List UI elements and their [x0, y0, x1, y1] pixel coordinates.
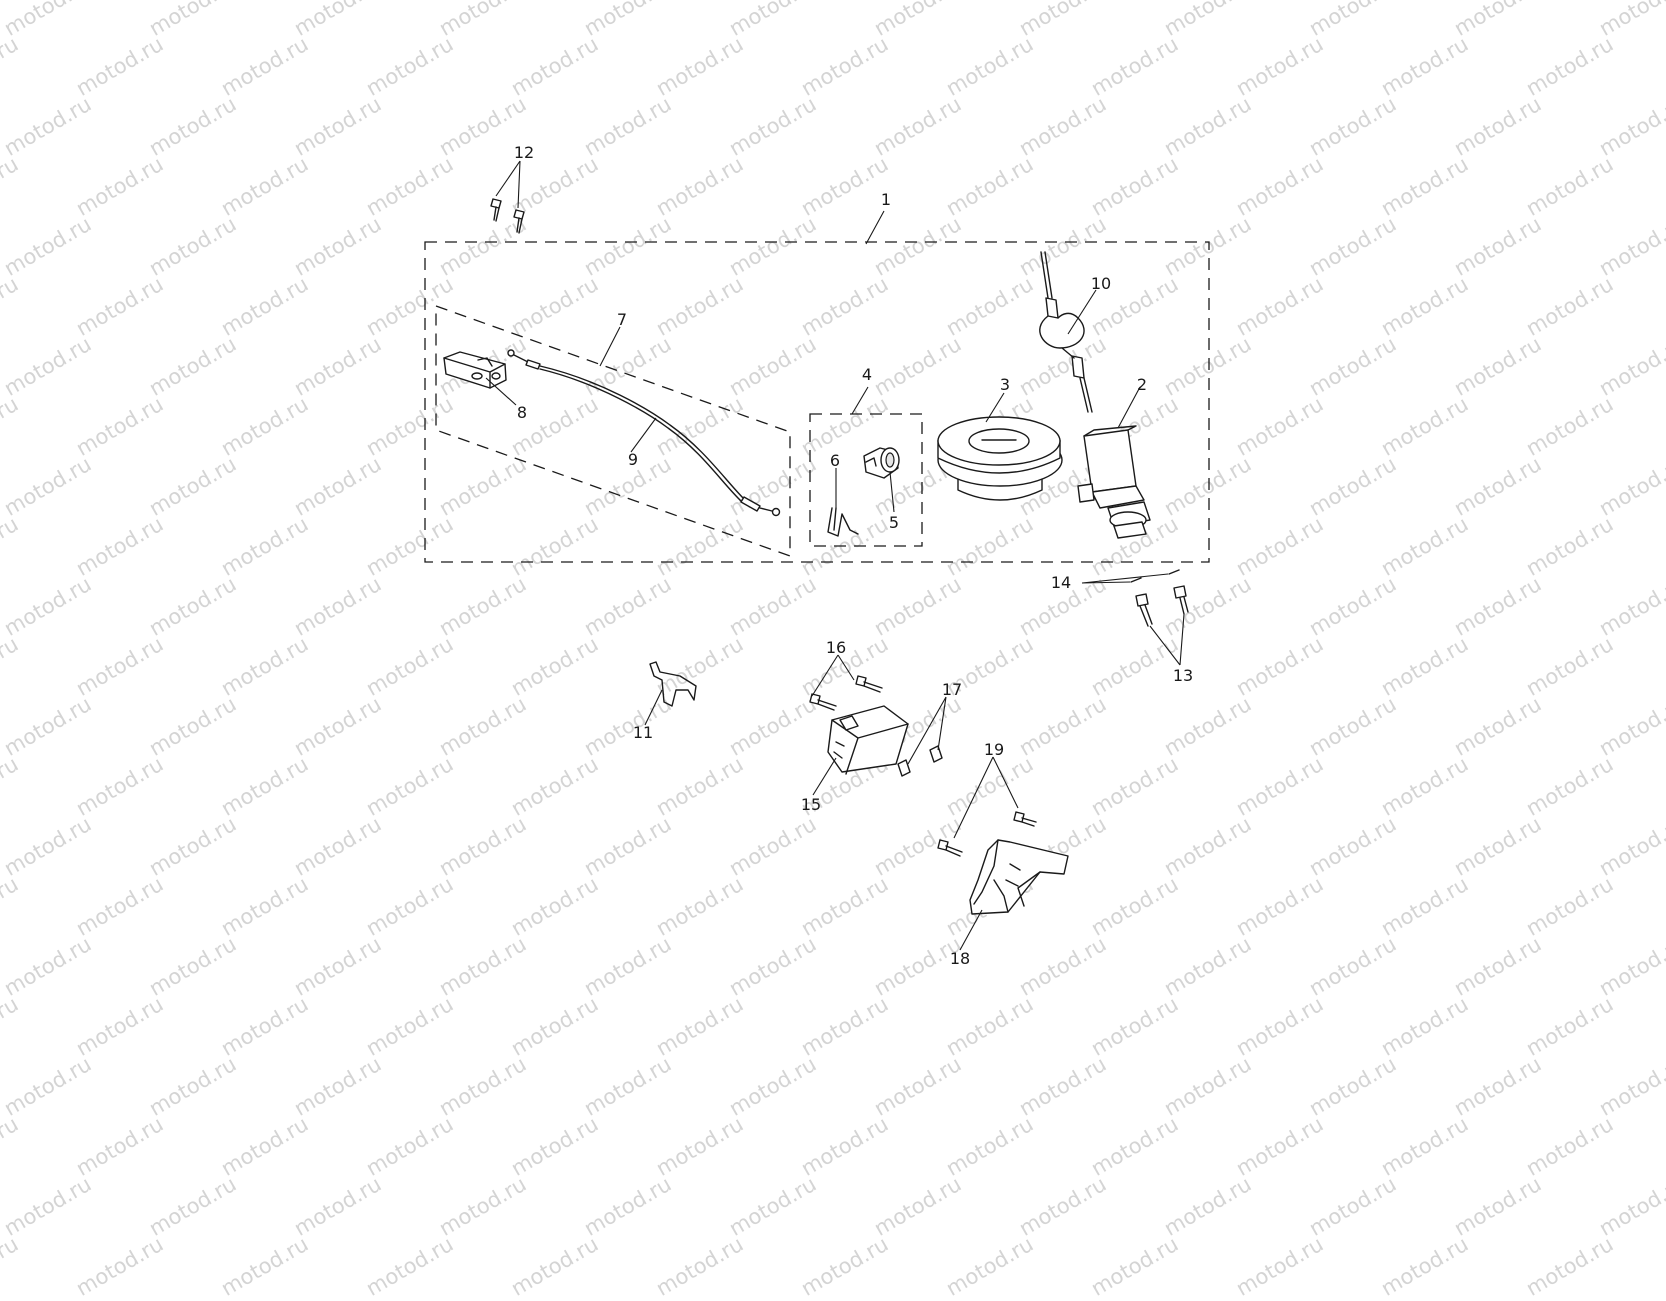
screw-part-12 — [490, 198, 525, 234]
kit-boundary-box — [424, 241, 1210, 563]
control-unit-part-15 — [827, 705, 909, 775]
cable-kit-boundary — [435, 305, 791, 557]
callout-15: 15 — [801, 795, 821, 814]
callout-19: 19 — [984, 740, 1004, 759]
ignition-switch-part-2 — [1077, 425, 1151, 539]
latch-part-8 — [443, 351, 507, 389]
fuel-cap-part-3 — [937, 416, 1063, 501]
callout-7: 7 — [617, 310, 627, 329]
washer-part-14 — [1130, 569, 1180, 583]
leader-lines — [485, 160, 1185, 951]
callout-17: 17 — [942, 680, 962, 699]
lock-part-5 — [863, 447, 900, 479]
callout-5: 5 — [889, 513, 899, 532]
callout-2: 2 — [1137, 375, 1147, 394]
clip-part-6 — [827, 507, 859, 537]
callout-1: 1 — [881, 190, 891, 209]
callout-11: 11 — [633, 723, 653, 742]
screw-part-16 — [809, 675, 883, 711]
callout-13: 13 — [1173, 666, 1193, 685]
callout-9: 9 — [628, 450, 638, 469]
parts-diagram: 12 1 10 7 4 3 2 8 9 6 5 14 16 13 17 11 1… — [424, 143, 1210, 968]
callout-4: 4 — [862, 365, 872, 384]
callout-8: 8 — [517, 403, 527, 422]
callout-16: 16 — [826, 638, 846, 657]
screw-part-19 — [937, 811, 1037, 857]
callout-12: 12 — [514, 143, 534, 162]
mounting-bracket-part-18 — [969, 839, 1069, 915]
callout-14: 14 — [1051, 573, 1071, 592]
lock-kit-boundary — [809, 413, 923, 547]
cable-part-9 — [507, 349, 781, 517]
callout-3: 3 — [1000, 375, 1010, 394]
harness-part-10 — [1039, 251, 1093, 413]
clip-part-17 — [897, 745, 943, 777]
bolt-part-13 — [1135, 585, 1189, 627]
callout-18: 18 — [950, 949, 970, 968]
callout-6: 6 — [830, 451, 840, 470]
callout-labels: 12 1 10 7 4 3 2 8 9 6 5 14 16 13 17 11 1… — [514, 143, 1193, 968]
callout-10: 10 — [1091, 274, 1111, 293]
bracket-part-11 — [649, 661, 697, 707]
